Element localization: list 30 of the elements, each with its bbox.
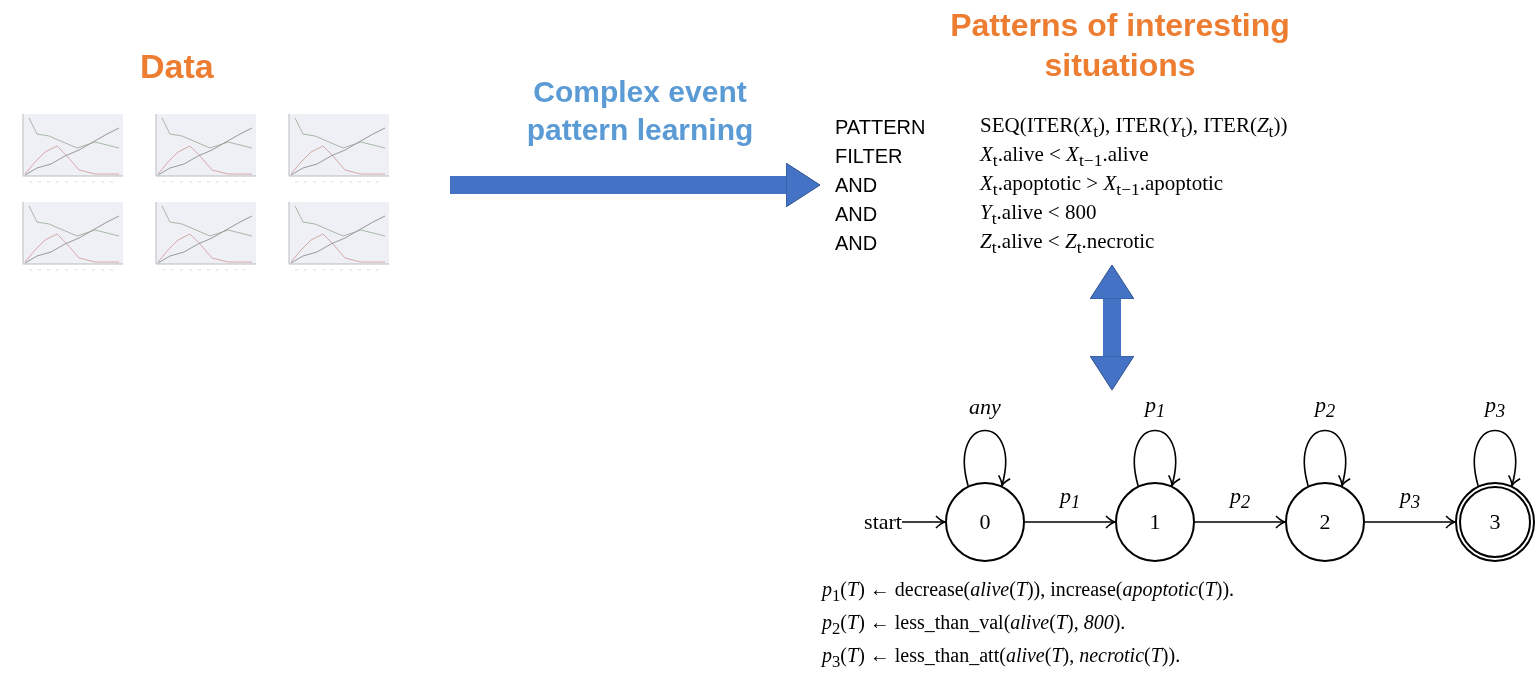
state-circle: 2 [1285, 482, 1365, 562]
edge-label: Complex event pattern learning [525, 73, 755, 148]
rule-text: p$_{1}$(T) ← decrease(alive(T)), increase(apoptotic(T)). [822, 577, 1235, 607]
edge-label: any [969, 393, 1001, 421]
rule-text: p$_{2}$(T) ← less_than_val(alive(T), 800). [822, 610, 1127, 640]
heading: Data [140, 46, 214, 87]
edge-label: p$_{2}$ [1314, 390, 1336, 424]
clause-keyword: PATTERN [835, 116, 927, 139]
clause-expression: Z$_{t}$.alive < Z$_{t}$.necrotic [980, 228, 1156, 259]
state-circle: 1 [1115, 482, 1195, 562]
clause-expression: SEQ(ITER(X$_{t}$), ITER(Y$_{t}$), ITER(Z$_{t}$)) [980, 112, 1288, 143]
clause-keyword: FILTER [835, 145, 904, 168]
accepting-state-circle: 3 [1455, 482, 1535, 562]
edge-label: p$_{1}$ [1059, 481, 1081, 515]
heading: Patterns of interesting situations [949, 6, 1291, 85]
edge-label: p$_{3}$ [1399, 481, 1421, 515]
clause-expression: X$_{t}$.apoptotic > X$_{t−1}$.apoptotic [980, 170, 1225, 201]
rule-text: p$_{3}$(T) ← less_than_att(alive(T), necrotic(T)). [822, 643, 1182, 673]
start-label: start [864, 509, 902, 535]
clause-keyword: AND [835, 174, 879, 197]
edge-label: p$_{3}$ [1484, 390, 1506, 424]
state-circle: 0 [945, 482, 1025, 562]
edge-label: p$_{1}$ [1144, 390, 1166, 424]
edge-label: p$_{2}$ [1229, 481, 1251, 515]
clause-keyword: AND [835, 232, 879, 255]
clause-expression: X$_{t}$.alive < X$_{t−1}$.alive [980, 141, 1150, 172]
clause-expression: Y$_{t}$.alive < 800 [980, 199, 1098, 230]
clause-keyword: AND [835, 203, 879, 226]
block-arrow [450, 162, 821, 208]
double-headed-arrow [1089, 264, 1135, 391]
